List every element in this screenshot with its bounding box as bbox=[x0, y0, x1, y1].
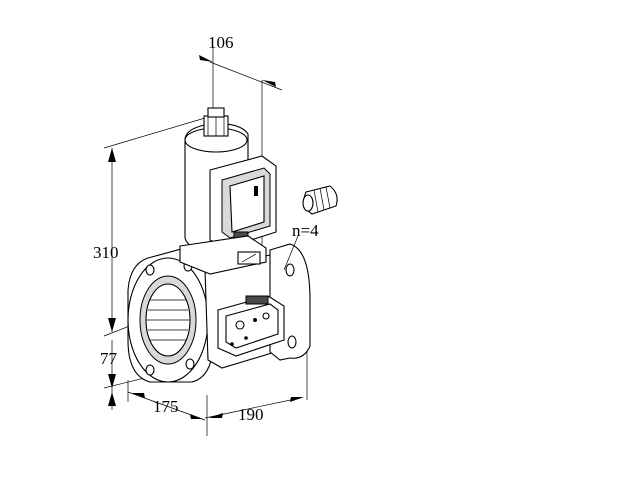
dim-height-lower: 77 bbox=[100, 349, 118, 368]
valve-body bbox=[127, 107, 311, 383]
dim-top-width: 106 bbox=[208, 33, 234, 52]
bolt-count-leader bbox=[283, 235, 299, 271]
dim-depth: 175 bbox=[153, 397, 179, 416]
cable-gland-part bbox=[302, 185, 338, 215]
bolt-count-label: n=4 bbox=[292, 221, 319, 240]
dim-height-total: 310 bbox=[93, 243, 119, 262]
dim-length: 190 bbox=[238, 405, 264, 424]
